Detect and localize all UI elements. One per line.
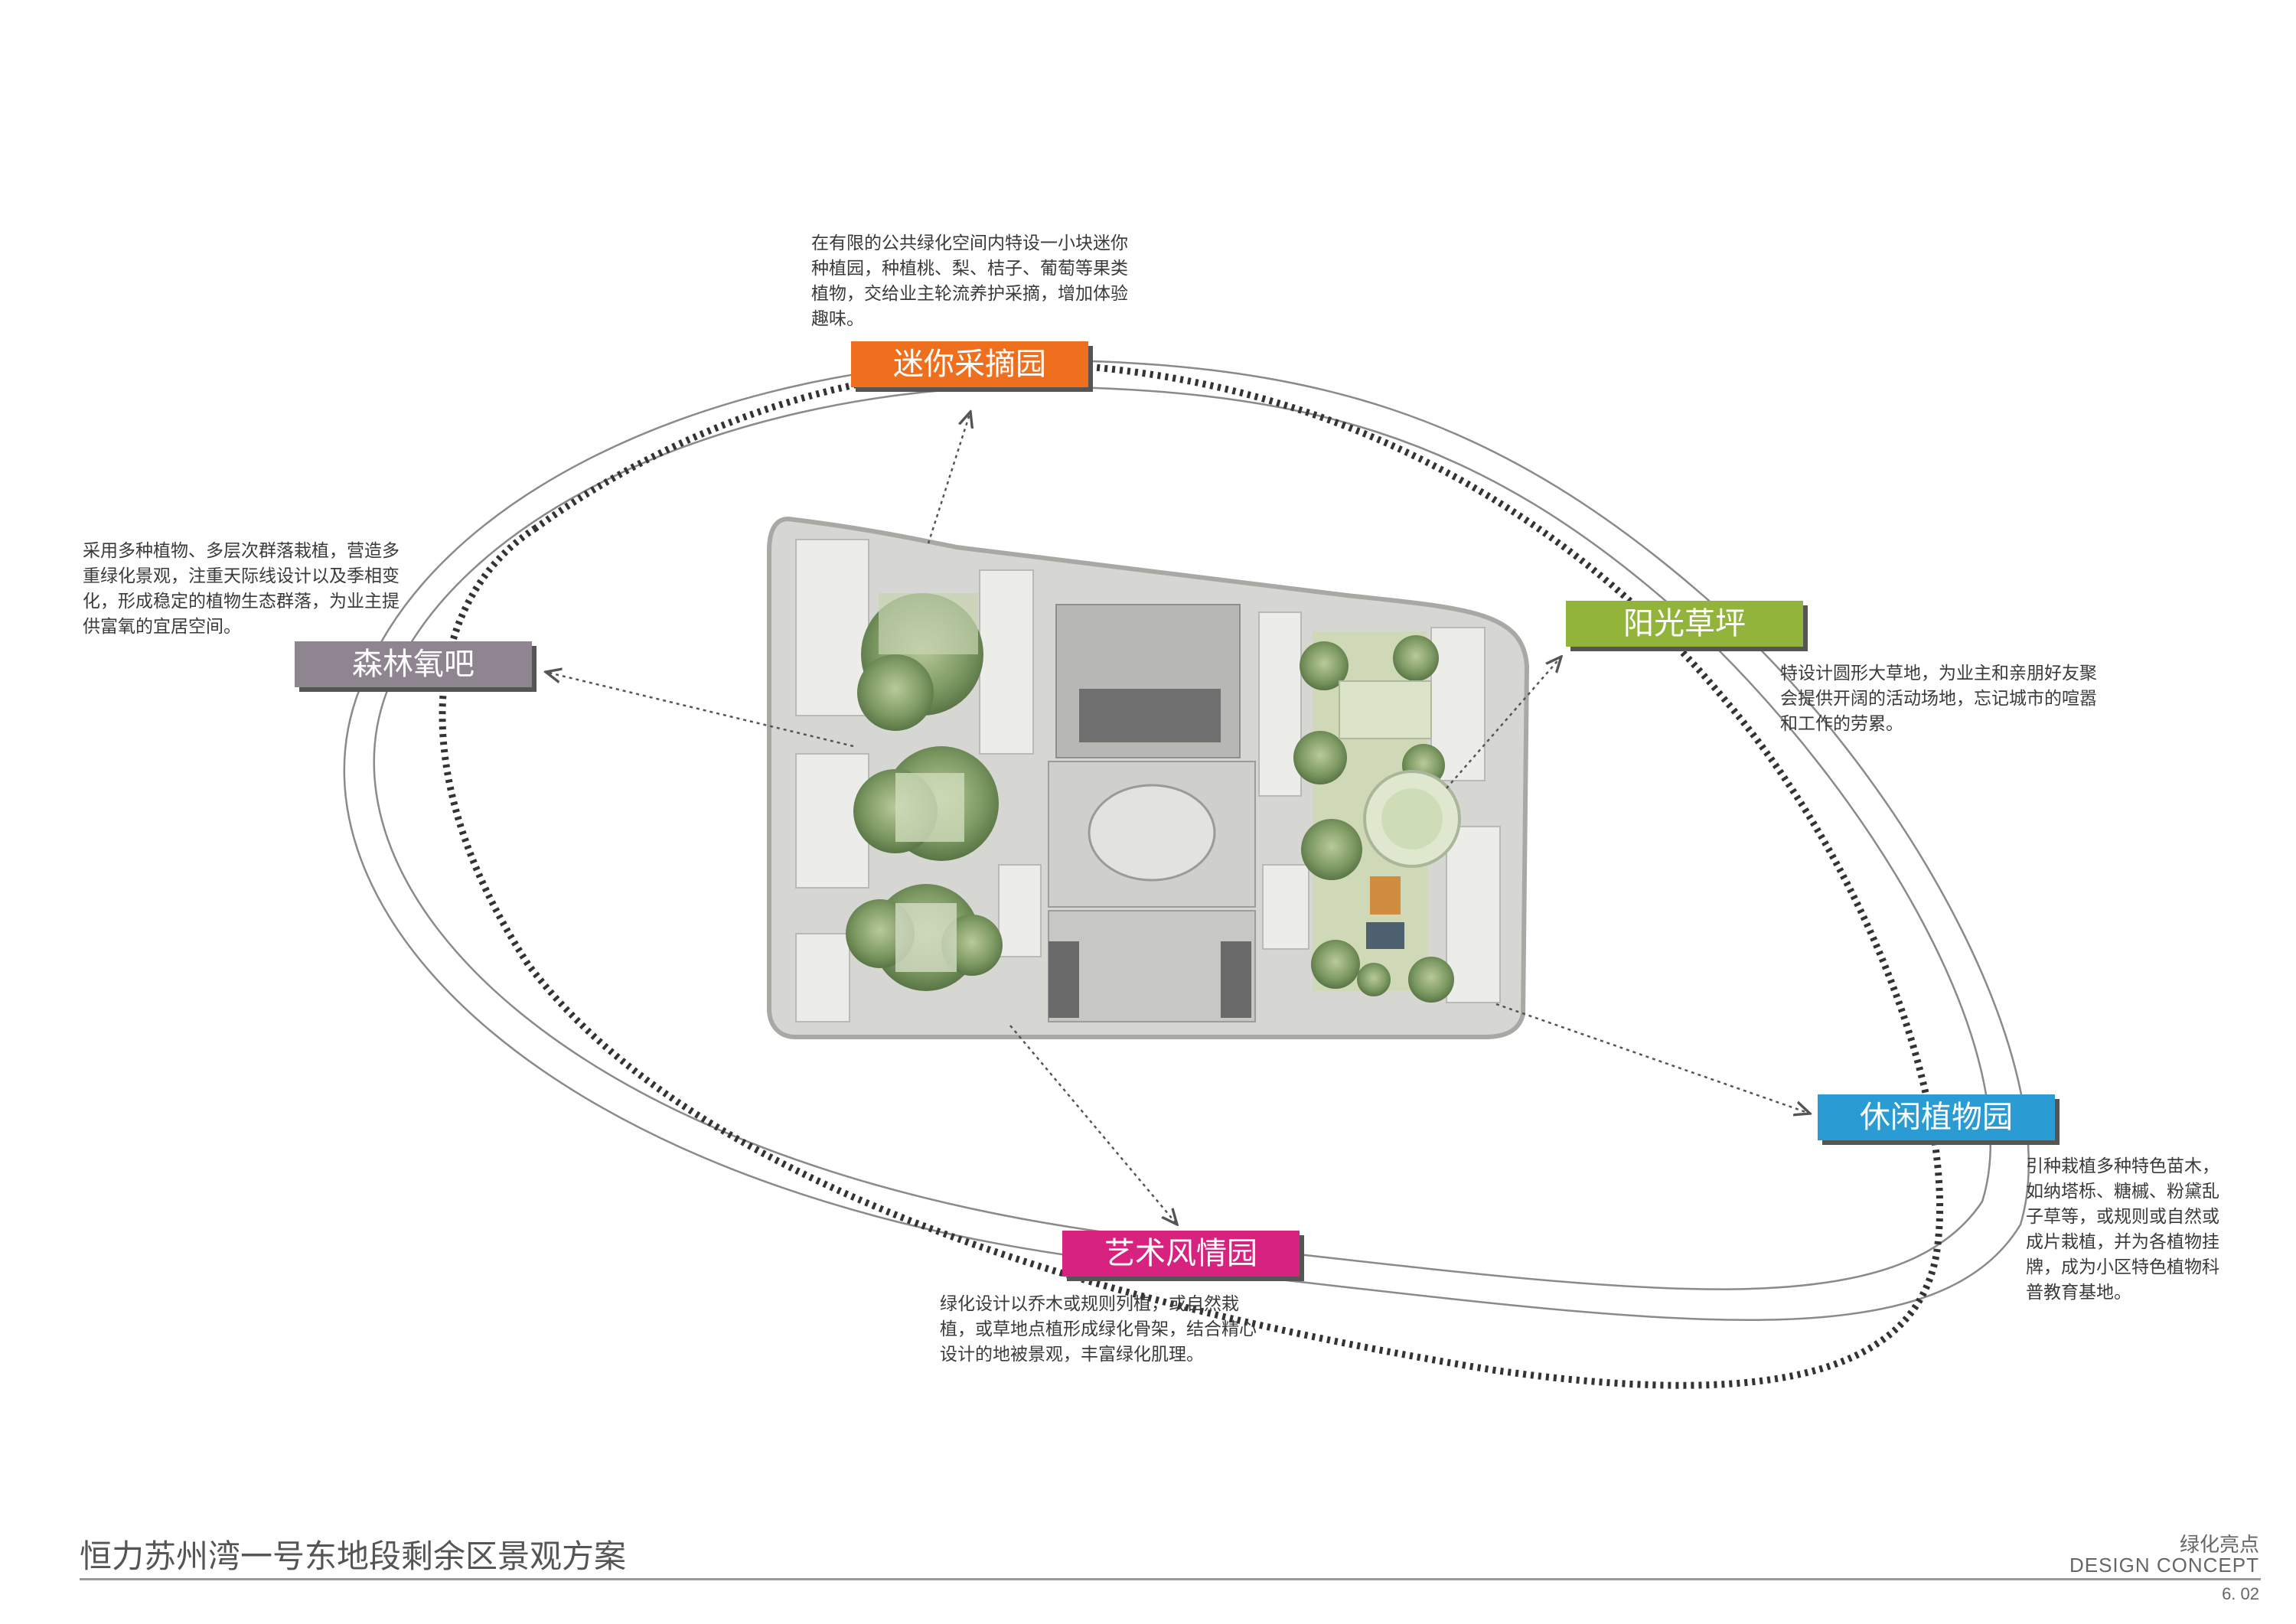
forest-oxygen-bar-description-line: 采用多种植物、多层次群落栽植，营造多 <box>83 541 400 561</box>
leisure-botanic-garden-description: 引种栽植多种特色苗木， 如纳塔栎、糖槭、粉黛乱子草等，或规则或自然或成片栽植，并为… <box>2026 1154 2271 1306</box>
leisure-botanic-garden-description-line: 子草等，或规则或自然或 <box>2026 1207 2219 1227</box>
sunshine-lawn-description-line: 特设计圆形大草地，为业主和亲朋好友聚 <box>1780 664 2097 683</box>
connector-sunshine-lawn <box>1446 657 1561 789</box>
connector-forest-oxygen-bar <box>546 672 854 748</box>
connector-mini-picking-garden <box>927 412 970 544</box>
mini-picking-garden-description-line: 种植园，种植桃、梨、桔子、葡萄等果类 <box>811 259 1128 279</box>
section-title-en: DESIGN CONCEPT <box>2069 1554 2259 1577</box>
art-style-garden-description-line: 绿化设计以乔木或规则列植，或自然栽 <box>940 1294 1239 1314</box>
forest-oxygen-bar-label: 森林氧吧 <box>295 641 532 687</box>
forest-oxygen-bar-description-line: 重绿化景观，注重天际线设计以及季相变 <box>83 566 400 586</box>
sunshine-lawn-description-line: 会提供开阔的活动场地，忘记城市的喧嚣 <box>1780 689 2097 709</box>
leisure-botanic-garden-description-line: 如纳塔栎、糖槭、粉黛乱 <box>2026 1182 2219 1202</box>
sunshine-lawn-description: 特设计圆形大草地，为业主和亲朋好友聚会提供开阔的活动场地，忘记城市的喧嚣和工作的… <box>1780 661 2178 737</box>
art-style-garden-label: 艺术风情园 <box>1062 1231 1300 1277</box>
art-style-garden-description-line: 植，或草地点植形成绿化骨架，结合精心 <box>940 1319 1257 1339</box>
art-style-garden-description: 绿化设计以乔木或规则列植，或自然栽植，或草地点植形成绿化骨架，结合精心设计的地被… <box>940 1292 1338 1368</box>
sunshine-lawn-description-line: 和工作的劳累。 <box>1780 714 1903 734</box>
section-title-cn: 绿化亮点 <box>2179 1533 2259 1556</box>
connector-art-style-garden <box>1009 1025 1177 1225</box>
site-plan <box>767 516 1530 1039</box>
mini-picking-garden-label: 迷你采摘园 <box>851 341 1088 387</box>
forest-oxygen-bar-description-line: 供富氧的宜居空间。 <box>83 617 241 637</box>
sunshine-lawn-label: 阳光草坪 <box>1566 601 1803 647</box>
leisure-botanic-garden-description-line: 牌，成为小区特色植物科 <box>2026 1257 2219 1277</box>
forest-oxygen-bar-description-line: 化，形成稳定的植物生态群落，为业主提 <box>83 592 400 611</box>
leisure-botanic-garden-label: 休闲植物园 <box>1818 1094 2055 1140</box>
page-number: 6. 02 <box>2222 1584 2259 1603</box>
mini-picking-garden-description-line: 在有限的公共绿化空间内特设一小块迷你 <box>811 233 1128 253</box>
project-title: 恒力苏州湾一号东地段剩余区景观方案 <box>80 1538 627 1575</box>
mini-picking-garden-description-line: 趣味。 <box>811 309 864 329</box>
forest-oxygen-bar-description: 采用多种植物、多层次群落栽植，营造多重绿化景观，注重天际线设计以及季相变化，形成… <box>83 539 481 640</box>
connector-leisure-botanic-garden <box>1495 1003 1810 1114</box>
footer-divider <box>80 1578 2261 1580</box>
art-style-garden-description-line: 设计的地被景观，丰富绿化肌理。 <box>940 1345 1204 1365</box>
leisure-botanic-garden-description-line: 普教育基地。 <box>2026 1283 2131 1303</box>
mini-picking-garden-description: 在有限的公共绿化空间内特设一小块迷你种植园，种植桃、梨、桔子、葡萄等果类植物，交… <box>811 231 1209 332</box>
mini-picking-garden-description-line: 植物，交给业主轮流养护采摘，增加体验 <box>811 284 1128 304</box>
leisure-botanic-garden-description-line: 引种栽植多种特色苗木， <box>2026 1156 2219 1176</box>
leisure-botanic-garden-description-line: 成片栽植，并为各植物挂 <box>2026 1232 2219 1252</box>
